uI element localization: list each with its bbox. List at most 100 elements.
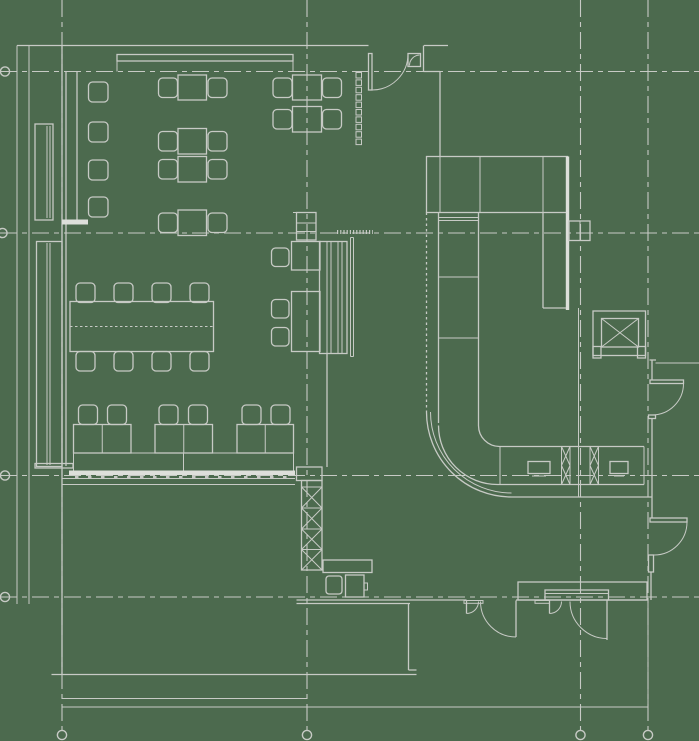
chair <box>157 158 179 180</box>
dining-table <box>177 127 208 155</box>
furniture <box>69 72 629 485</box>
wall-pier <box>647 554 655 573</box>
chair <box>151 282 172 304</box>
chair <box>207 158 228 180</box>
buffet-counter <box>62 452 295 485</box>
door-jamb <box>367 52 373 91</box>
entrance-vestibule <box>296 581 648 640</box>
dining-table <box>177 209 208 237</box>
cash-register <box>527 460 551 475</box>
chair <box>189 282 210 304</box>
banquette-bench <box>35 240 63 468</box>
coat-hook <box>355 138 362 146</box>
chair <box>187 404 209 426</box>
bar-tap-hatch <box>561 446 571 485</box>
chair <box>272 77 293 99</box>
chair <box>272 108 293 130</box>
chair <box>157 130 179 152</box>
coat-hook <box>355 123 362 131</box>
chair <box>270 247 290 268</box>
chair <box>75 350 96 372</box>
bar-tap <box>589 446 599 485</box>
grid-bubble <box>0 227 8 239</box>
top-entry-door <box>367 45 441 157</box>
entrance-mat <box>544 589 610 601</box>
south-service-station <box>322 559 373 598</box>
chair <box>270 298 290 319</box>
terrace-edges <box>51 600 649 708</box>
dining-table <box>290 240 321 271</box>
banquette-bench <box>34 123 54 221</box>
top-left-dining-room <box>34 53 294 469</box>
chair <box>87 121 109 143</box>
grid-bubble <box>56 729 68 741</box>
bench-cap <box>34 462 74 469</box>
bar-tap-hatch <box>589 446 599 485</box>
grid-bubble <box>301 729 313 741</box>
chair <box>157 77 179 99</box>
equipment <box>344 574 365 598</box>
grid-bubble <box>0 66 11 77</box>
door-leaf <box>407 52 422 68</box>
chair <box>113 350 134 372</box>
elevator-shaft <box>592 310 647 357</box>
grid-bubble <box>575 729 586 741</box>
grid-bubble <box>0 470 11 481</box>
chair <box>106 404 128 426</box>
right-wall-and-doors <box>647 359 699 600</box>
chair <box>157 212 179 234</box>
coat-hook <box>355 116 362 123</box>
chair <box>207 77 228 99</box>
chair <box>207 130 228 152</box>
stair-column <box>295 353 328 571</box>
dining-table <box>177 74 208 101</box>
dining-table <box>177 155 208 183</box>
coat-hook <box>355 86 362 94</box>
chair <box>87 81 109 103</box>
chair <box>321 77 343 99</box>
coat-hook <box>355 94 362 101</box>
back-bar-structure <box>425 155 591 497</box>
chair <box>113 282 134 304</box>
wall-shelf <box>116 53 294 62</box>
grid-bubble <box>642 729 654 741</box>
wall-cap <box>62 219 88 225</box>
coat-hook <box>355 109 362 116</box>
door-swing-arc <box>653 521 688 556</box>
x-bracing <box>301 486 323 571</box>
chair <box>270 326 290 347</box>
buffet-front <box>69 470 295 475</box>
chair <box>189 350 210 372</box>
door-leaf <box>649 379 685 385</box>
chair <box>87 196 109 218</box>
dining-table <box>290 290 321 353</box>
door-swing-arc <box>569 601 608 639</box>
coat-hook <box>355 131 362 138</box>
door-leaf <box>649 517 688 523</box>
chair <box>75 282 96 304</box>
coat-hook <box>355 101 362 109</box>
coat-hook <box>355 79 362 86</box>
chair <box>207 212 228 234</box>
chair <box>270 404 291 426</box>
elevator-cab <box>600 317 640 348</box>
chair <box>321 108 343 130</box>
chair <box>241 404 262 426</box>
elevator-x-mark <box>601 318 639 348</box>
chair <box>87 159 109 181</box>
chair <box>151 350 172 372</box>
counter <box>322 559 373 574</box>
door-swing-arc <box>549 601 562 614</box>
coat-hook <box>355 72 362 79</box>
coffee-machine <box>325 575 343 595</box>
curved-bar-counter <box>425 212 652 498</box>
door-swing-arc <box>651 383 684 416</box>
outer-walls <box>16 44 448 675</box>
elevator <box>592 310 647 359</box>
chair <box>158 404 179 426</box>
chair <box>77 404 99 426</box>
mid-service-counter <box>293 211 373 357</box>
